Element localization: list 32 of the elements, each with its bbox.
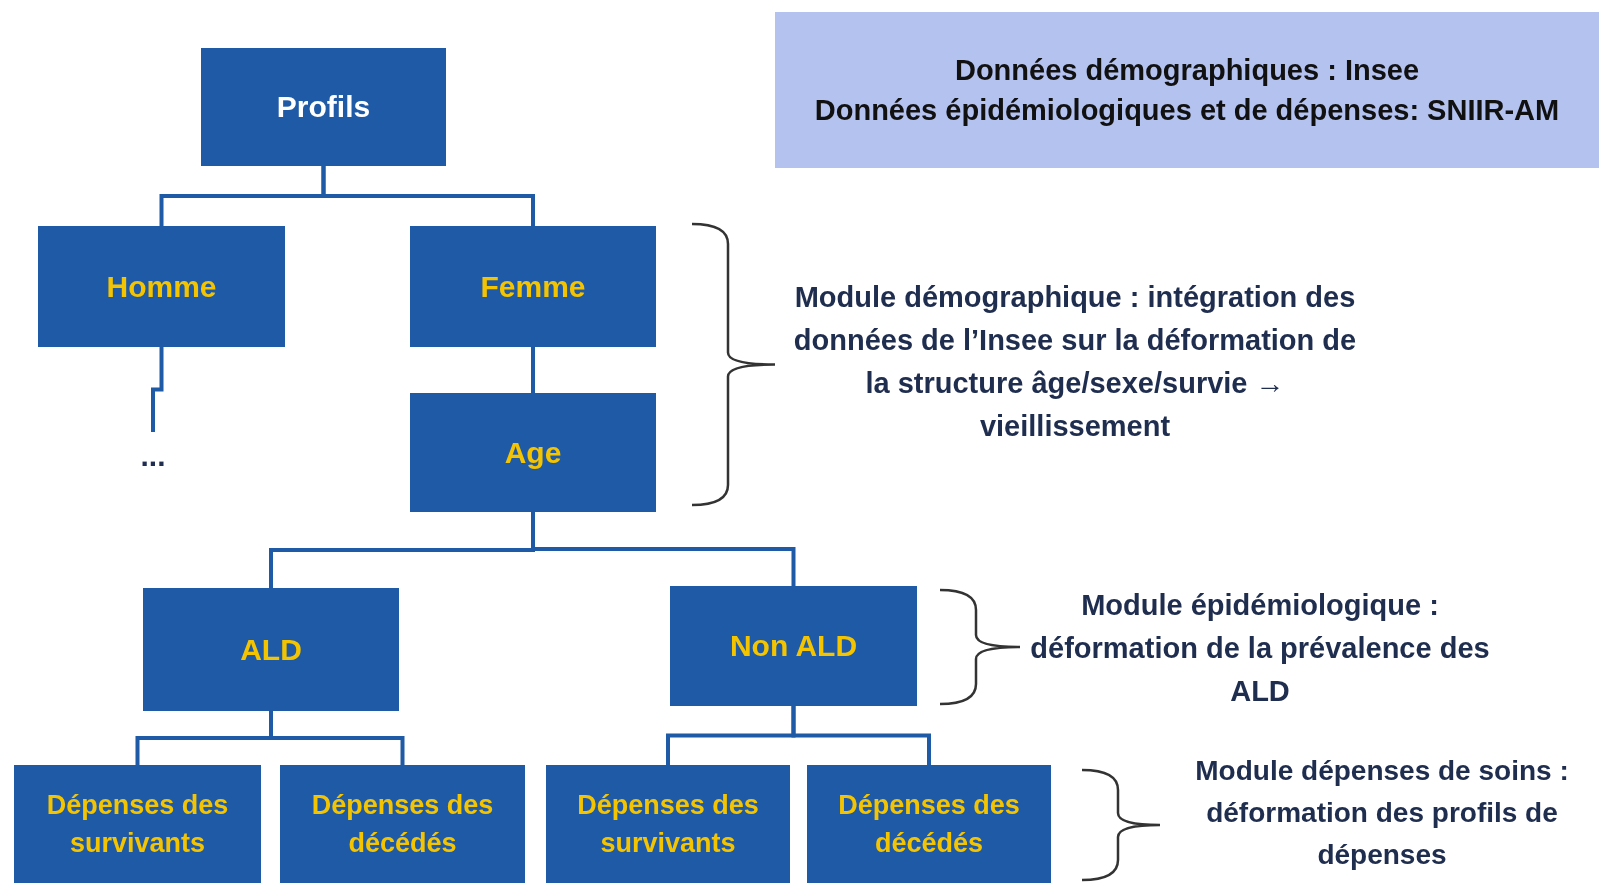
module-description: Module épidémiologique : déformation de la prévalence des ALD <box>1029 588 1491 709</box>
connector-line <box>791 706 931 765</box>
box-label: Age <box>503 434 563 471</box>
box-label: Profils <box>275 89 372 125</box>
box-label: Dépenses des survivants <box>45 789 230 860</box>
process-box <box>14 765 261 883</box>
process-box <box>807 765 1051 883</box>
box-label: Homme <box>105 268 218 305</box>
box-label: Dépenses des survivants <box>576 789 760 860</box>
box-label: Non ALD <box>728 628 859 664</box>
connector-line <box>269 711 405 765</box>
process-box <box>410 226 656 347</box>
source-note-box <box>775 12 1599 168</box>
process-box <box>38 226 285 347</box>
connector-line <box>531 347 535 393</box>
process-box <box>410 393 656 512</box>
process-box <box>201 48 446 166</box>
ellipsis: ... <box>139 438 167 474</box>
box-label: Dépenses des décédés <box>310 789 495 860</box>
connector-line <box>321 166 535 226</box>
process-box <box>546 765 790 883</box>
process-box <box>143 588 399 711</box>
source-note: Données épidémiologiques et de dépenses: SNIIR-AM <box>813 93 1561 128</box>
source-note: Données démographiques : Insee <box>953 53 1421 88</box>
process-box <box>280 765 525 883</box>
box-label: ALD <box>239 631 303 668</box>
process-box <box>670 586 917 706</box>
module-description: Module dépenses de soins : déformation des profils de dépenses <box>1194 754 1570 872</box>
connector-line <box>151 347 164 432</box>
box-label: Femme <box>479 268 587 305</box>
box-label: Dépenses des décédés <box>837 789 1021 860</box>
module-description: Module démographique : intégration des données de l’Insee sur la déformation de la structure âge/sexe/survie → vieillissement <box>792 280 1358 444</box>
